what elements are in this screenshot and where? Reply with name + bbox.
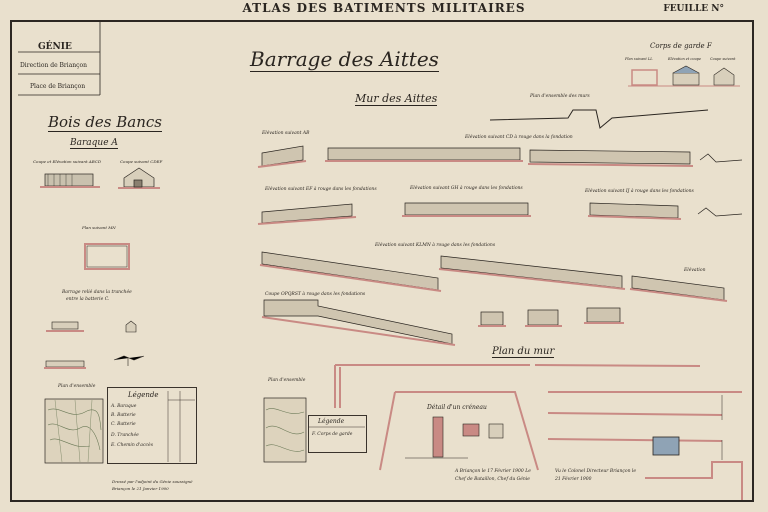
elev-gh-label: Elévation suivant GH à rouge dans les fo… xyxy=(410,186,523,191)
plan-ensemble-small: Plan d'ensemble xyxy=(268,378,306,383)
direction-label: Direction de Briançon xyxy=(20,62,87,69)
left-site-map xyxy=(44,398,104,464)
plan-du-mur xyxy=(334,364,743,500)
plan-mur-title: Plan du mur xyxy=(492,346,555,358)
elev-klmn-label: Elévation suivant KLMN à rouge dans les … xyxy=(375,243,496,248)
corps-label: Coupe suivant xyxy=(710,57,736,61)
legend-center-title: Légende xyxy=(318,418,345,425)
elevation-right-label: Elévation xyxy=(684,268,706,273)
legend-left-item: D. Tranchée xyxy=(111,433,139,438)
corps-label: Plan suivant LL xyxy=(625,57,653,61)
elev-ij-label: Elévation suivant IJ à rouge dans les fo… xyxy=(585,189,694,194)
main-title: Barrage des Aittes xyxy=(250,47,439,72)
genie-label: GÉNIE xyxy=(38,42,72,52)
plan-mn-label: Plan suivant MN xyxy=(82,225,116,230)
barrage-sub: entre la batterie C. xyxy=(66,297,110,302)
elev-cd-label: Elévation suivant CD à rouge dans la fon… xyxy=(465,135,573,140)
subtitle: Mur des Aittes xyxy=(355,92,438,106)
wall-elevations xyxy=(257,145,743,346)
legend-left-item: C. Batterie xyxy=(111,422,136,427)
atlas-title: ATLAS DES BATIMENTS MILITAIRES xyxy=(242,1,526,15)
legend-left-item: B. Batterie xyxy=(111,413,136,418)
center-site-map xyxy=(263,397,307,463)
corps-label: Elévation et coupe xyxy=(668,57,702,61)
plan-ensemble-mur-line xyxy=(489,109,709,129)
legend-box-left xyxy=(107,387,197,464)
plan-ensemble-left: Plan d'ensemble xyxy=(58,384,96,389)
baraque-section xyxy=(118,167,160,189)
elev-ab-label: Elévation suivant AB xyxy=(262,131,310,136)
legend-center-item: F. Corps de garde xyxy=(312,432,353,437)
legend-left-item: E. Chemin d'accès xyxy=(111,443,153,448)
legend-box-center xyxy=(308,415,367,453)
drawing-frame xyxy=(10,20,754,502)
legend-left-item: A. Baraque xyxy=(111,404,137,409)
baraque-label: Baraque A xyxy=(70,138,118,149)
left-signature-note: Dressé par l'adjoint du Génie soussigné … xyxy=(112,479,193,491)
creneau-detail xyxy=(405,416,504,459)
elev-ef-label: Elévation suivant EF à rouge dans les fo… xyxy=(265,187,377,192)
corps-garde-title: Corps de garde F xyxy=(650,42,712,50)
detail-title: Détail d'un créneau xyxy=(427,404,487,411)
feuille-number: FEUILLE N° xyxy=(663,4,724,14)
place-label: Place de Briançon xyxy=(30,83,86,90)
coupe-abcd-label: Coupe et Elévation suivant ABCD xyxy=(33,159,102,164)
baraque-elevation xyxy=(40,173,100,188)
barrage-title: Barrage relié dans la tranchée xyxy=(62,290,132,295)
bois-title: Bois des Bancs xyxy=(48,113,162,132)
signature-colonel: Vu le Colonel Directeur Briançon le 21 F… xyxy=(555,469,637,482)
coupe-op-label: Coupe OPQRST à rouge dans les fondations xyxy=(265,292,366,297)
plan-mn-drawing xyxy=(84,243,130,270)
signature-chef: A Briançon le 17 Février 1900 Le Chef de… xyxy=(455,469,531,482)
plan-ensemble-murs-label: Plan d'ensemble des murs xyxy=(530,94,590,99)
legend-left-title: Légende xyxy=(128,391,159,399)
coupe-cdef-label: Coupe suivant CDEF xyxy=(120,159,163,164)
